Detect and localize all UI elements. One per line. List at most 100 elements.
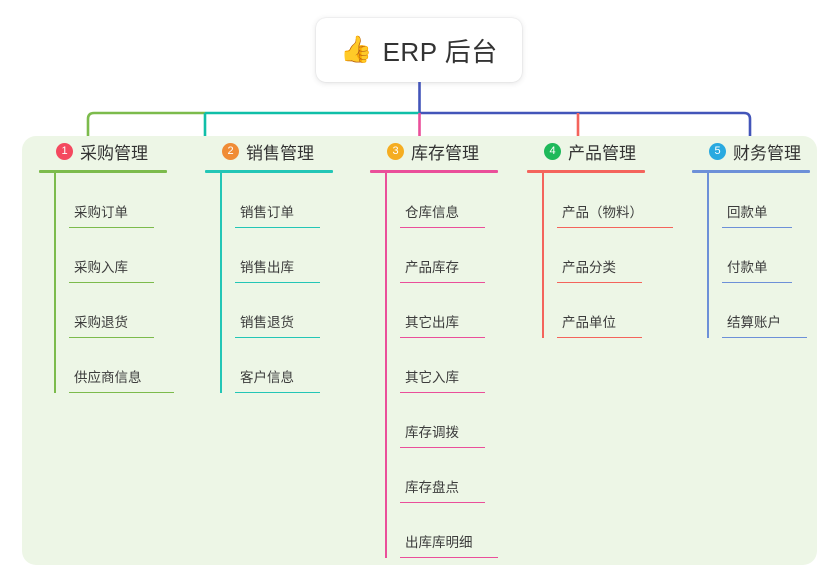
branch-header-rule [205,170,333,173]
branch-item-rule [400,336,485,338]
root-node-title: ERP 后台 [382,36,498,67]
branch-columns: 1 采购管理采购订单采购入库采购退货供应商信息 2 销售管理销售订单销售出库销售退货客… [22,136,817,565]
branch-header-2[interactable]: 2 销售管理 [205,136,333,166]
branches-panel [22,136,817,565]
branch-item-rule [400,226,485,228]
branch-number-badge: 4 [544,142,561,160]
branch-number-badge: 1 [56,142,73,160]
branch-item-rule [400,501,485,503]
branch-item-rule [557,336,642,338]
branch-title: 销售管理 [246,143,314,163]
branch-item[interactable]: 销售出库 [220,228,333,283]
branch-item-label: 采购订单 [74,205,128,220]
branch-item-rule [722,336,807,338]
branch-spine [385,173,387,558]
branch-header-4[interactable]: 4 产品管理 [527,136,645,166]
branch-item-rule [400,281,485,283]
branch-item[interactable]: 销售退货 [220,283,333,338]
branch-item[interactable]: 采购入库 [54,228,167,283]
branch-item-label: 销售退货 [240,315,294,330]
branch-item-label: 其它入库 [405,370,459,385]
branch-item[interactable]: 库存调拨 [385,393,498,448]
branch-item-label: 采购退货 [74,315,128,330]
branch-spine [220,173,222,393]
branch-item[interactable]: 采购订单 [54,173,167,228]
branch-item-label: 供应商信息 [74,370,142,385]
branch-item-label: 销售出库 [240,260,294,275]
branch-item-label: 其它出库 [405,315,459,330]
branch-item-label: 产品单位 [562,315,616,330]
branch-item-rule [235,336,320,338]
branch-item[interactable]: 仓库信息 [385,173,498,228]
branch-items: 产品（物料） 产品分类产品单位 [527,173,673,338]
branch-title: 产品管理 [568,143,636,163]
branch-item[interactable]: 出库库明细 [385,503,498,558]
branch-item-rule [69,336,154,338]
branch-item-rule [69,281,154,283]
branch-item-label: 销售订单 [240,205,294,220]
branch-spine [707,173,709,338]
branch-item-rule [557,281,642,283]
branch-item[interactable]: 产品单位 [542,283,645,338]
branch-item[interactable]: 回款单 [707,173,810,228]
branch-item[interactable]: 库存盘点 [385,448,498,503]
branch-spine [54,173,56,393]
branch-item-label: 仓库信息 [405,205,459,220]
branch-item-rule [235,391,320,393]
branch-item-label: 产品库存 [405,260,459,275]
branch-items: 仓库信息产品库存其它出库其它入库库存调拨库存盘点出库库明细 [370,173,498,558]
branch-item-rule [400,556,498,558]
branch-item[interactable]: 采购退货 [54,283,167,338]
branch-item[interactable]: 供应商信息 [54,338,174,393]
branch-header-rule [39,170,167,173]
branch-item[interactable]: 产品分类 [542,228,645,283]
branch-item-label: 产品（物料） [562,205,643,220]
branch-column-1: 1 采购管理采购订单采购入库采购退货供应商信息 [39,136,174,393]
branch-items: 采购订单采购入库采购退货供应商信息 [39,173,174,393]
branch-item-label: 采购入库 [74,260,128,275]
branch-item-label: 客户信息 [240,370,294,385]
branch-item[interactable]: 结算账户 [707,283,810,338]
branch-item[interactable]: 销售订单 [220,173,333,228]
branch-item-label: 库存盘点 [405,480,459,495]
branch-item-label: 结算账户 [727,315,781,330]
branch-item[interactable]: 产品库存 [385,228,498,283]
branch-items: 回款单付款单结算账户 [692,173,810,338]
branch-item-rule [235,281,320,283]
branch-item-label: 付款单 [727,260,768,275]
root-node-card[interactable]: 👍 ERP 后台 [316,18,522,82]
branch-header-rule [527,170,645,173]
branch-item-rule [722,281,792,283]
branch-item-label: 出库库明细 [405,535,473,550]
branch-number-badge: 3 [387,142,404,160]
branch-number-badge: 5 [709,142,726,160]
branch-column-4: 4 产品管理产品（物料） 产品分类产品单位 [527,136,673,338]
branch-item[interactable]: 其它出库 [385,283,498,338]
branch-item-rule [235,226,320,228]
branch-header-rule [370,170,498,173]
branch-item[interactable]: 客户信息 [220,338,333,393]
branch-item-rule [69,226,154,228]
branch-item-rule [400,446,485,448]
branch-title: 采购管理 [80,143,148,163]
branch-item-rule [722,226,792,228]
branch-spine [542,173,544,338]
branch-title: 财务管理 [733,143,801,163]
branch-number-badge: 2 [222,142,239,160]
branch-item[interactable]: 产品（物料） [542,173,673,228]
branch-column-2: 2 销售管理销售订单销售出库销售退货客户信息 [205,136,333,393]
branch-column-5: 5 财务管理回款单付款单结算账户 [692,136,810,338]
thumbs-up-icon: 👍 [340,35,373,65]
branch-item-label: 回款单 [727,205,768,220]
branch-item-rule [69,391,174,393]
branch-header-5[interactable]: 5 财务管理 [692,136,810,166]
branch-header-rule [692,170,810,173]
branch-item-rule [400,391,485,393]
branch-item[interactable]: 其它入库 [385,338,498,393]
branch-item[interactable]: 付款单 [707,228,810,283]
branch-items: 销售订单销售出库销售退货客户信息 [205,173,333,393]
branch-header-1[interactable]: 1 采购管理 [39,136,167,166]
